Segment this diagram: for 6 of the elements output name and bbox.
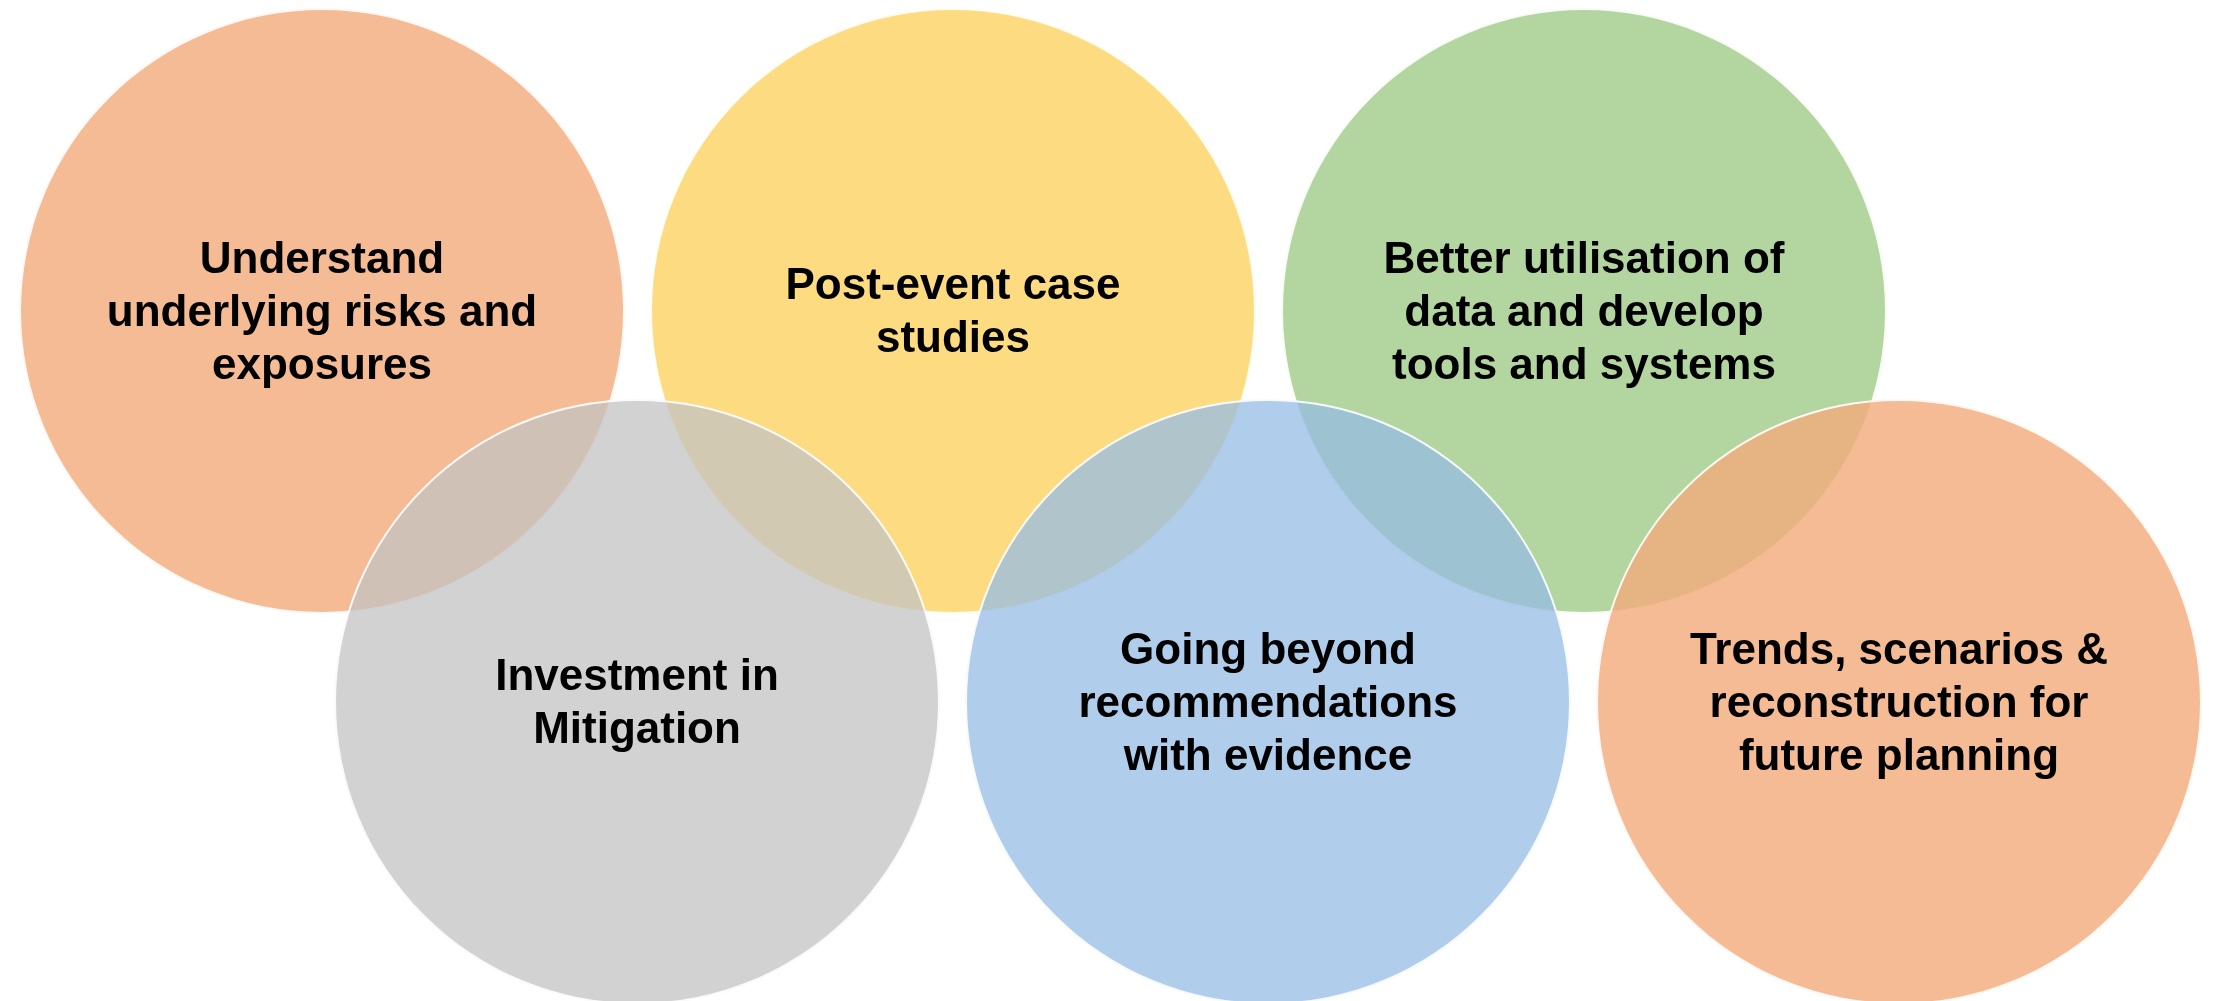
circle-label: Post-event case studies [784,258,1122,363]
circle-label: Investment in Mitigation [494,649,780,754]
circle-label: Trends, scenarios & reconstruction for future planning [1688,623,2110,781]
circle-label: Better utilisation of data and develop tools and systems [1382,232,1786,390]
circle-label: Going beyond recommendations with evidence [1077,623,1459,781]
circle-label: Understand underlying risks and exposures [105,232,539,390]
